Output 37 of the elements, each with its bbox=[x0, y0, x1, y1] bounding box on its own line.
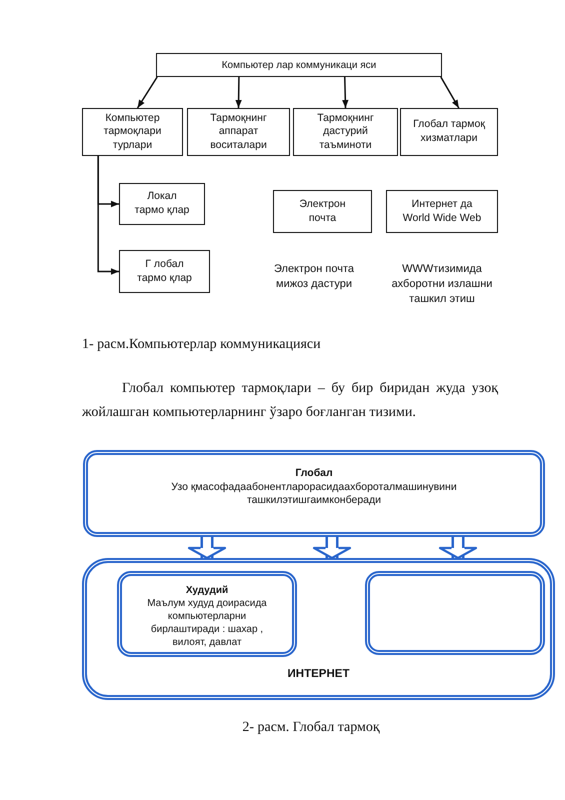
body-paragraph: Глобал компьютер тармоқлари – бу бир биридан жуда узоқ жойлашган компьютерларнинг ўзаро боғланган тизими. bbox=[82, 380, 498, 422]
box-label: Компьютер тармоқлари турлари bbox=[102, 112, 162, 152]
box-label: Компьютер лар коммуникаци яси bbox=[222, 58, 376, 72]
node-note: WWWтизимида ахборотни излашни ташкил этиш bbox=[390, 262, 494, 307]
rounded-container bbox=[82, 558, 555, 700]
process-box bbox=[187, 108, 290, 156]
arrow bbox=[342, 76, 348, 108]
box-description: Узо қмасофадаабонентларорасидаахбороталмашинувини ташкилэтишгаимконберади bbox=[170, 480, 458, 508]
rounded-box bbox=[117, 571, 297, 657]
box-label: Глобал тармоқ хизматлари bbox=[412, 118, 486, 146]
box-heading: Глобал bbox=[295, 467, 333, 481]
title-box bbox=[156, 53, 442, 77]
rounded-box bbox=[365, 571, 545, 655]
box-description: Маълум худуд доирасида компьютерларни бирлаштиради : шахар , вилоят, давлат bbox=[146, 597, 268, 649]
box-label: Локал тармо қлар bbox=[134, 190, 190, 218]
process-box bbox=[273, 190, 372, 233]
box-label: Тармоқнинг аппарат воситалари bbox=[209, 112, 268, 152]
node-note: Электрон почта мижоз дастури bbox=[272, 262, 355, 292]
figure-caption: 1- расм.Компьютерлар коммуникацияси bbox=[82, 337, 322, 353]
arrow bbox=[97, 156, 119, 275]
figure-caption: 2- расм. Глобал тармоқ bbox=[241, 720, 381, 736]
box-label: Г лобал тармо қлар bbox=[136, 258, 193, 286]
process-box bbox=[82, 108, 183, 156]
arrow bbox=[235, 76, 242, 108]
arrow bbox=[440, 76, 460, 108]
rounded-box bbox=[83, 450, 545, 537]
arrow bbox=[136, 76, 158, 108]
process-box bbox=[400, 108, 498, 156]
process-box bbox=[293, 108, 398, 156]
process-box bbox=[386, 190, 498, 233]
box-label: Электрон почта bbox=[298, 198, 347, 226]
box-label: Интернет да World Wide Web bbox=[402, 198, 482, 226]
process-box bbox=[119, 183, 205, 225]
box-label: Тармоқнинг дастурий таъминоти bbox=[316, 112, 375, 152]
process-box bbox=[119, 250, 210, 293]
box-heading: ИНТЕРНЕТ bbox=[286, 667, 350, 682]
box-heading: Худудий bbox=[186, 584, 228, 597]
